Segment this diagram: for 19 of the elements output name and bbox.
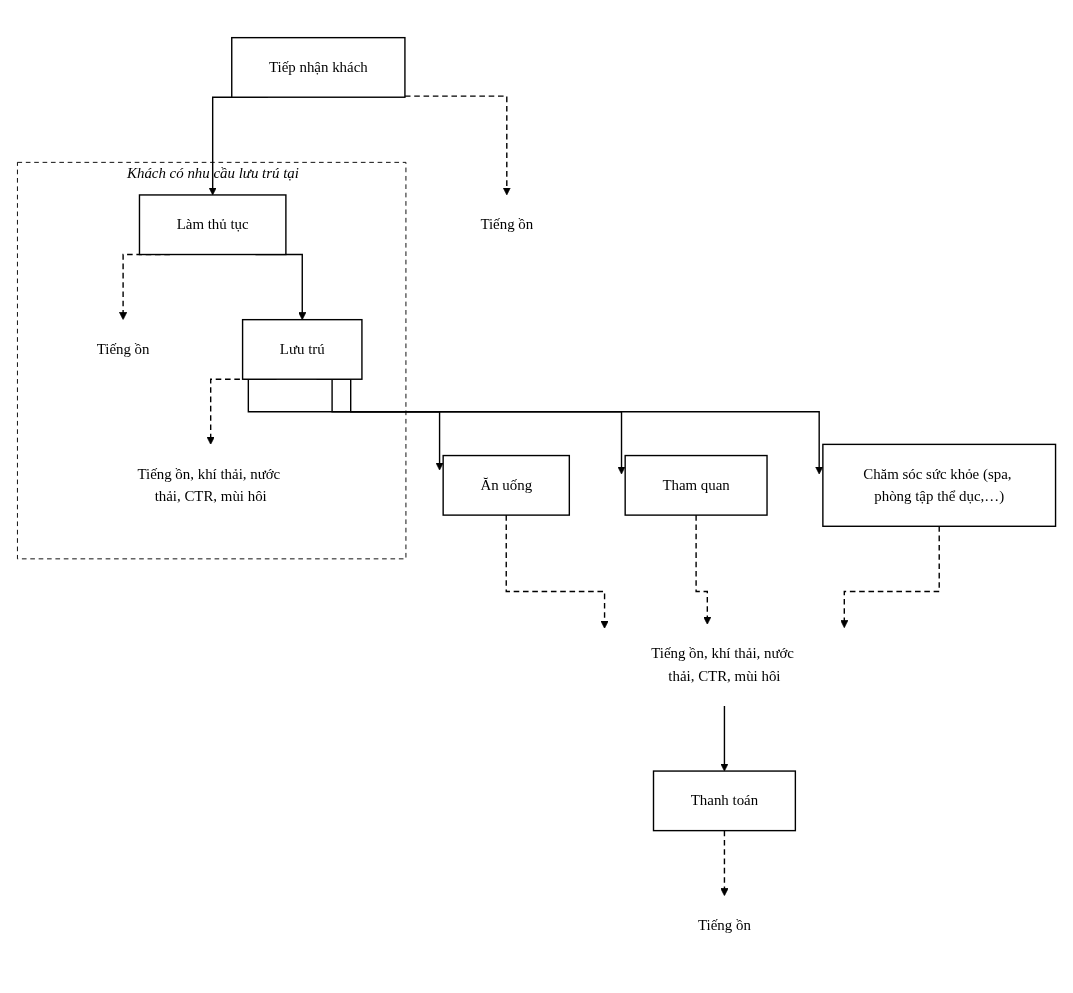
node-box: Tham quan	[624, 454, 768, 516]
node-box: Làm thủ tục	[138, 194, 287, 256]
node-text: Tiếng ồn, khí thải, nước thải, CTR, mùi hôi	[137, 465, 281, 504]
node-box: Lưu trú	[241, 318, 363, 380]
node-box: Tiếp nhận khách	[231, 36, 406, 98]
arrow	[840, 525, 940, 628]
arrow	[695, 514, 712, 625]
arrow	[720, 705, 729, 772]
node-text: Tiếng ồn	[480, 216, 534, 233]
node-text: Tiếng ồn	[698, 917, 751, 934]
node-box: Chăm sóc sức khỏe (spa, phòng tập thể dục,…)	[822, 443, 1057, 527]
arrow	[247, 378, 444, 471]
node-text: Tiếng ồn	[96, 341, 150, 357]
node-box: Ăn uống	[442, 454, 571, 516]
arrow	[720, 829, 729, 897]
node-box: Thanh toán	[652, 770, 797, 832]
arrow	[505, 514, 609, 629]
node-text: Tiếng ồn, khí thải, nước thải, CTR, mùi hôi	[651, 645, 794, 684]
arrow	[404, 95, 511, 196]
